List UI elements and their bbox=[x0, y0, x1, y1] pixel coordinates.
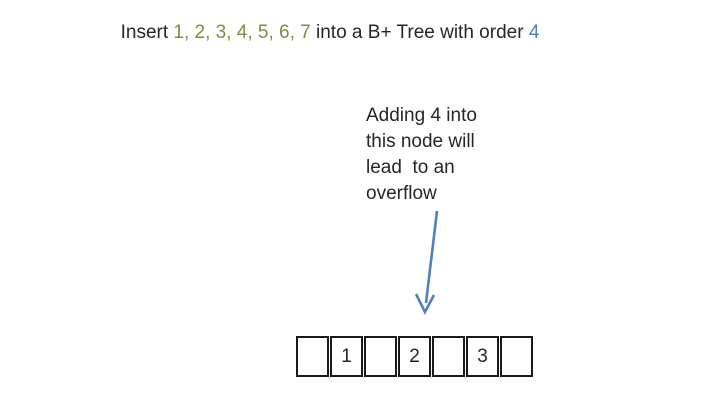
title-prefix: Insert bbox=[120, 22, 174, 43]
title-middle: into a B+ Tree with order bbox=[310, 22, 529, 43]
bplus-tree-node: 1 2 3 bbox=[296, 336, 533, 377]
node-cell bbox=[364, 336, 397, 377]
node-cell bbox=[296, 336, 329, 377]
annotation-line: lead to an bbox=[366, 157, 455, 178]
node-cell: 1 bbox=[330, 336, 363, 377]
annotation-line: Adding 4 into bbox=[366, 105, 477, 126]
node-cell bbox=[500, 336, 533, 377]
title-order-value: 4 bbox=[528, 22, 540, 43]
overflow-annotation: Adding 4 into this node will lead to an … bbox=[366, 103, 506, 207]
annotation-line: overflow bbox=[366, 183, 437, 204]
node-cell: 2 bbox=[398, 336, 431, 377]
annotation-line: this node will bbox=[366, 131, 475, 152]
node-cell bbox=[432, 336, 465, 377]
arrow-shaft bbox=[424, 210, 439, 304]
arrow-head bbox=[414, 293, 436, 315]
down-arrow-icon bbox=[414, 210, 439, 315]
title-insert-keys: 1, 2, 3, 4, 5, 6, 7 bbox=[173, 22, 311, 43]
slide-title: Insert 1, 2, 3, 4, 5, 6, 7 into a B+ Tre… bbox=[0, 22, 660, 44]
node-cell: 3 bbox=[466, 336, 499, 377]
